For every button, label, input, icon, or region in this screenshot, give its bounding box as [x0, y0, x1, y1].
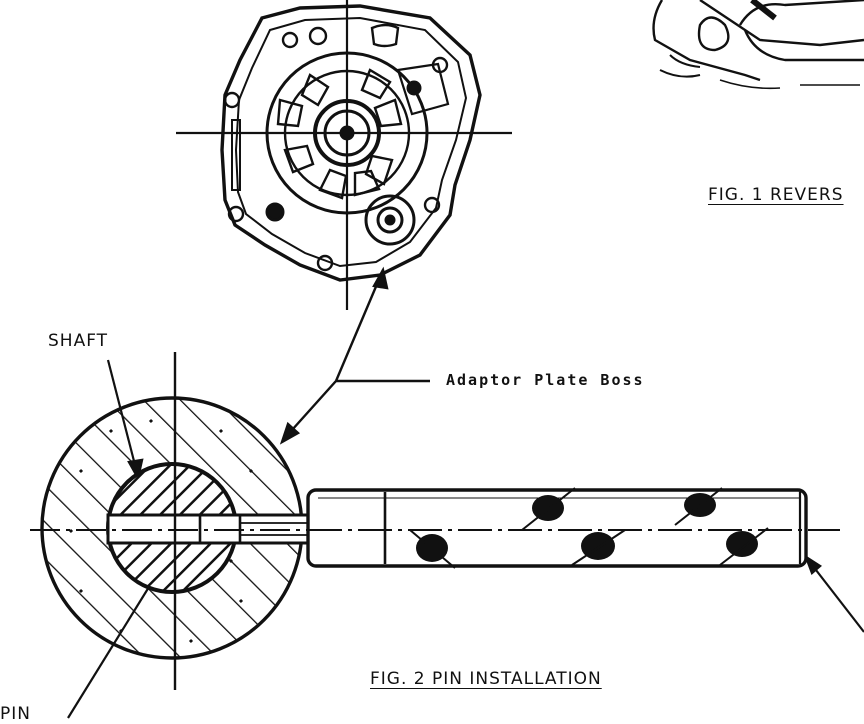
fig1-fragment [652, 0, 864, 90]
adaptor-plate [176, 0, 512, 310]
fig1-caption: FIG. 1 REVERS [708, 185, 844, 205]
pin-label: PIN [0, 704, 31, 724]
shaft-label: SHAFT [48, 331, 109, 351]
fig2-caption: FIG. 2 PIN INSTALLATION [370, 669, 602, 689]
adaptor-plate-boss-label: Adaptor Plate Boss [446, 371, 645, 389]
pin-body [306, 487, 840, 569]
hub-cross-section [30, 352, 310, 690]
